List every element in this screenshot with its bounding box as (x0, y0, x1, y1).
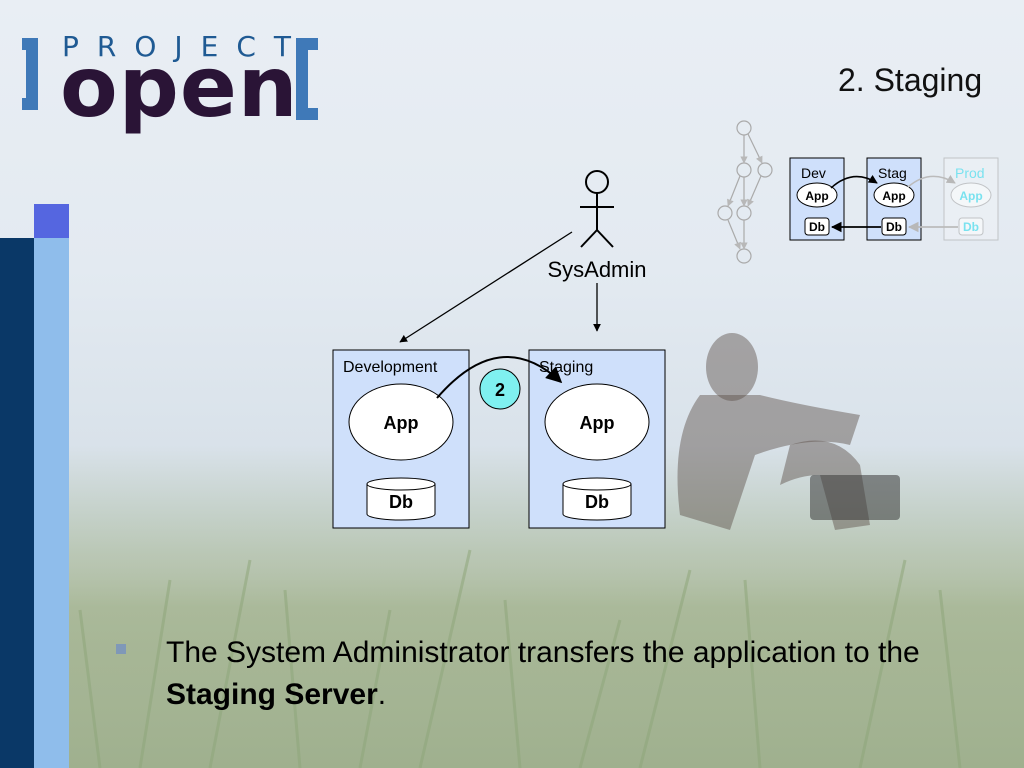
logo-project-text: PROJECT (62, 30, 309, 63)
development-server-label: Development (343, 359, 438, 376)
sysadmin-actor-icon (580, 170, 614, 248)
grass-background (0, 520, 1024, 768)
staging-server-label: Staging (539, 359, 593, 376)
person-photo (677, 333, 900, 530)
staging-app-label: App (580, 413, 615, 433)
mini-prod-db: Db (963, 220, 979, 234)
development-server: Development App Db (332, 349, 470, 529)
mini-prod-label: Prod (955, 165, 985, 181)
logo-right-bracket (296, 38, 318, 120)
actor-to-dev-arrow (399, 231, 573, 343)
development-db-label: Db (389, 492, 413, 512)
bullet-text: The System Administrator transfers the a… (166, 632, 986, 716)
bullet-text-before: The System Administrator transfers the a… (166, 636, 920, 669)
development-db-icon (366, 477, 436, 521)
staging-server: Staging App Db (528, 349, 666, 529)
bullet-square-icon (116, 644, 126, 654)
mini-staging-label: Stag (878, 165, 907, 181)
bullet-text-after: . (377, 678, 387, 711)
staging-app-node (544, 383, 650, 461)
step-badge (479, 368, 521, 410)
development-app-label: App (384, 413, 419, 433)
sidebar-dark-bar (0, 238, 34, 768)
slide-title: 2. Staging (838, 62, 983, 98)
sidebar-accent-square (34, 204, 69, 238)
sidebar-light-bar (34, 238, 69, 768)
bullet-text-bold: Staging Server (166, 678, 378, 711)
mini-dev-db: Db (809, 220, 825, 234)
logo-left-bracket (22, 38, 38, 110)
development-app-node (348, 383, 454, 461)
transfer-arrow (436, 356, 563, 399)
mini-prod-app: App (959, 189, 982, 203)
mini-workflow-graph (717, 120, 773, 264)
mini-dev-label: Dev (801, 165, 826, 181)
mini-staging-db: Db (886, 220, 902, 234)
mini-stag-to-prod-arrow (907, 174, 956, 188)
mini-staging-app: App (882, 189, 905, 203)
mini-dev-app: App (805, 189, 828, 203)
mini-dev-to-stag-arrow (830, 174, 878, 189)
staging-db-label: Db (585, 492, 609, 512)
step-badge-label: 2 (495, 380, 505, 400)
sysadmin-label: SysAdmin (547, 257, 646, 282)
staging-db-icon (562, 477, 632, 521)
logo-open-text: open (60, 38, 299, 136)
